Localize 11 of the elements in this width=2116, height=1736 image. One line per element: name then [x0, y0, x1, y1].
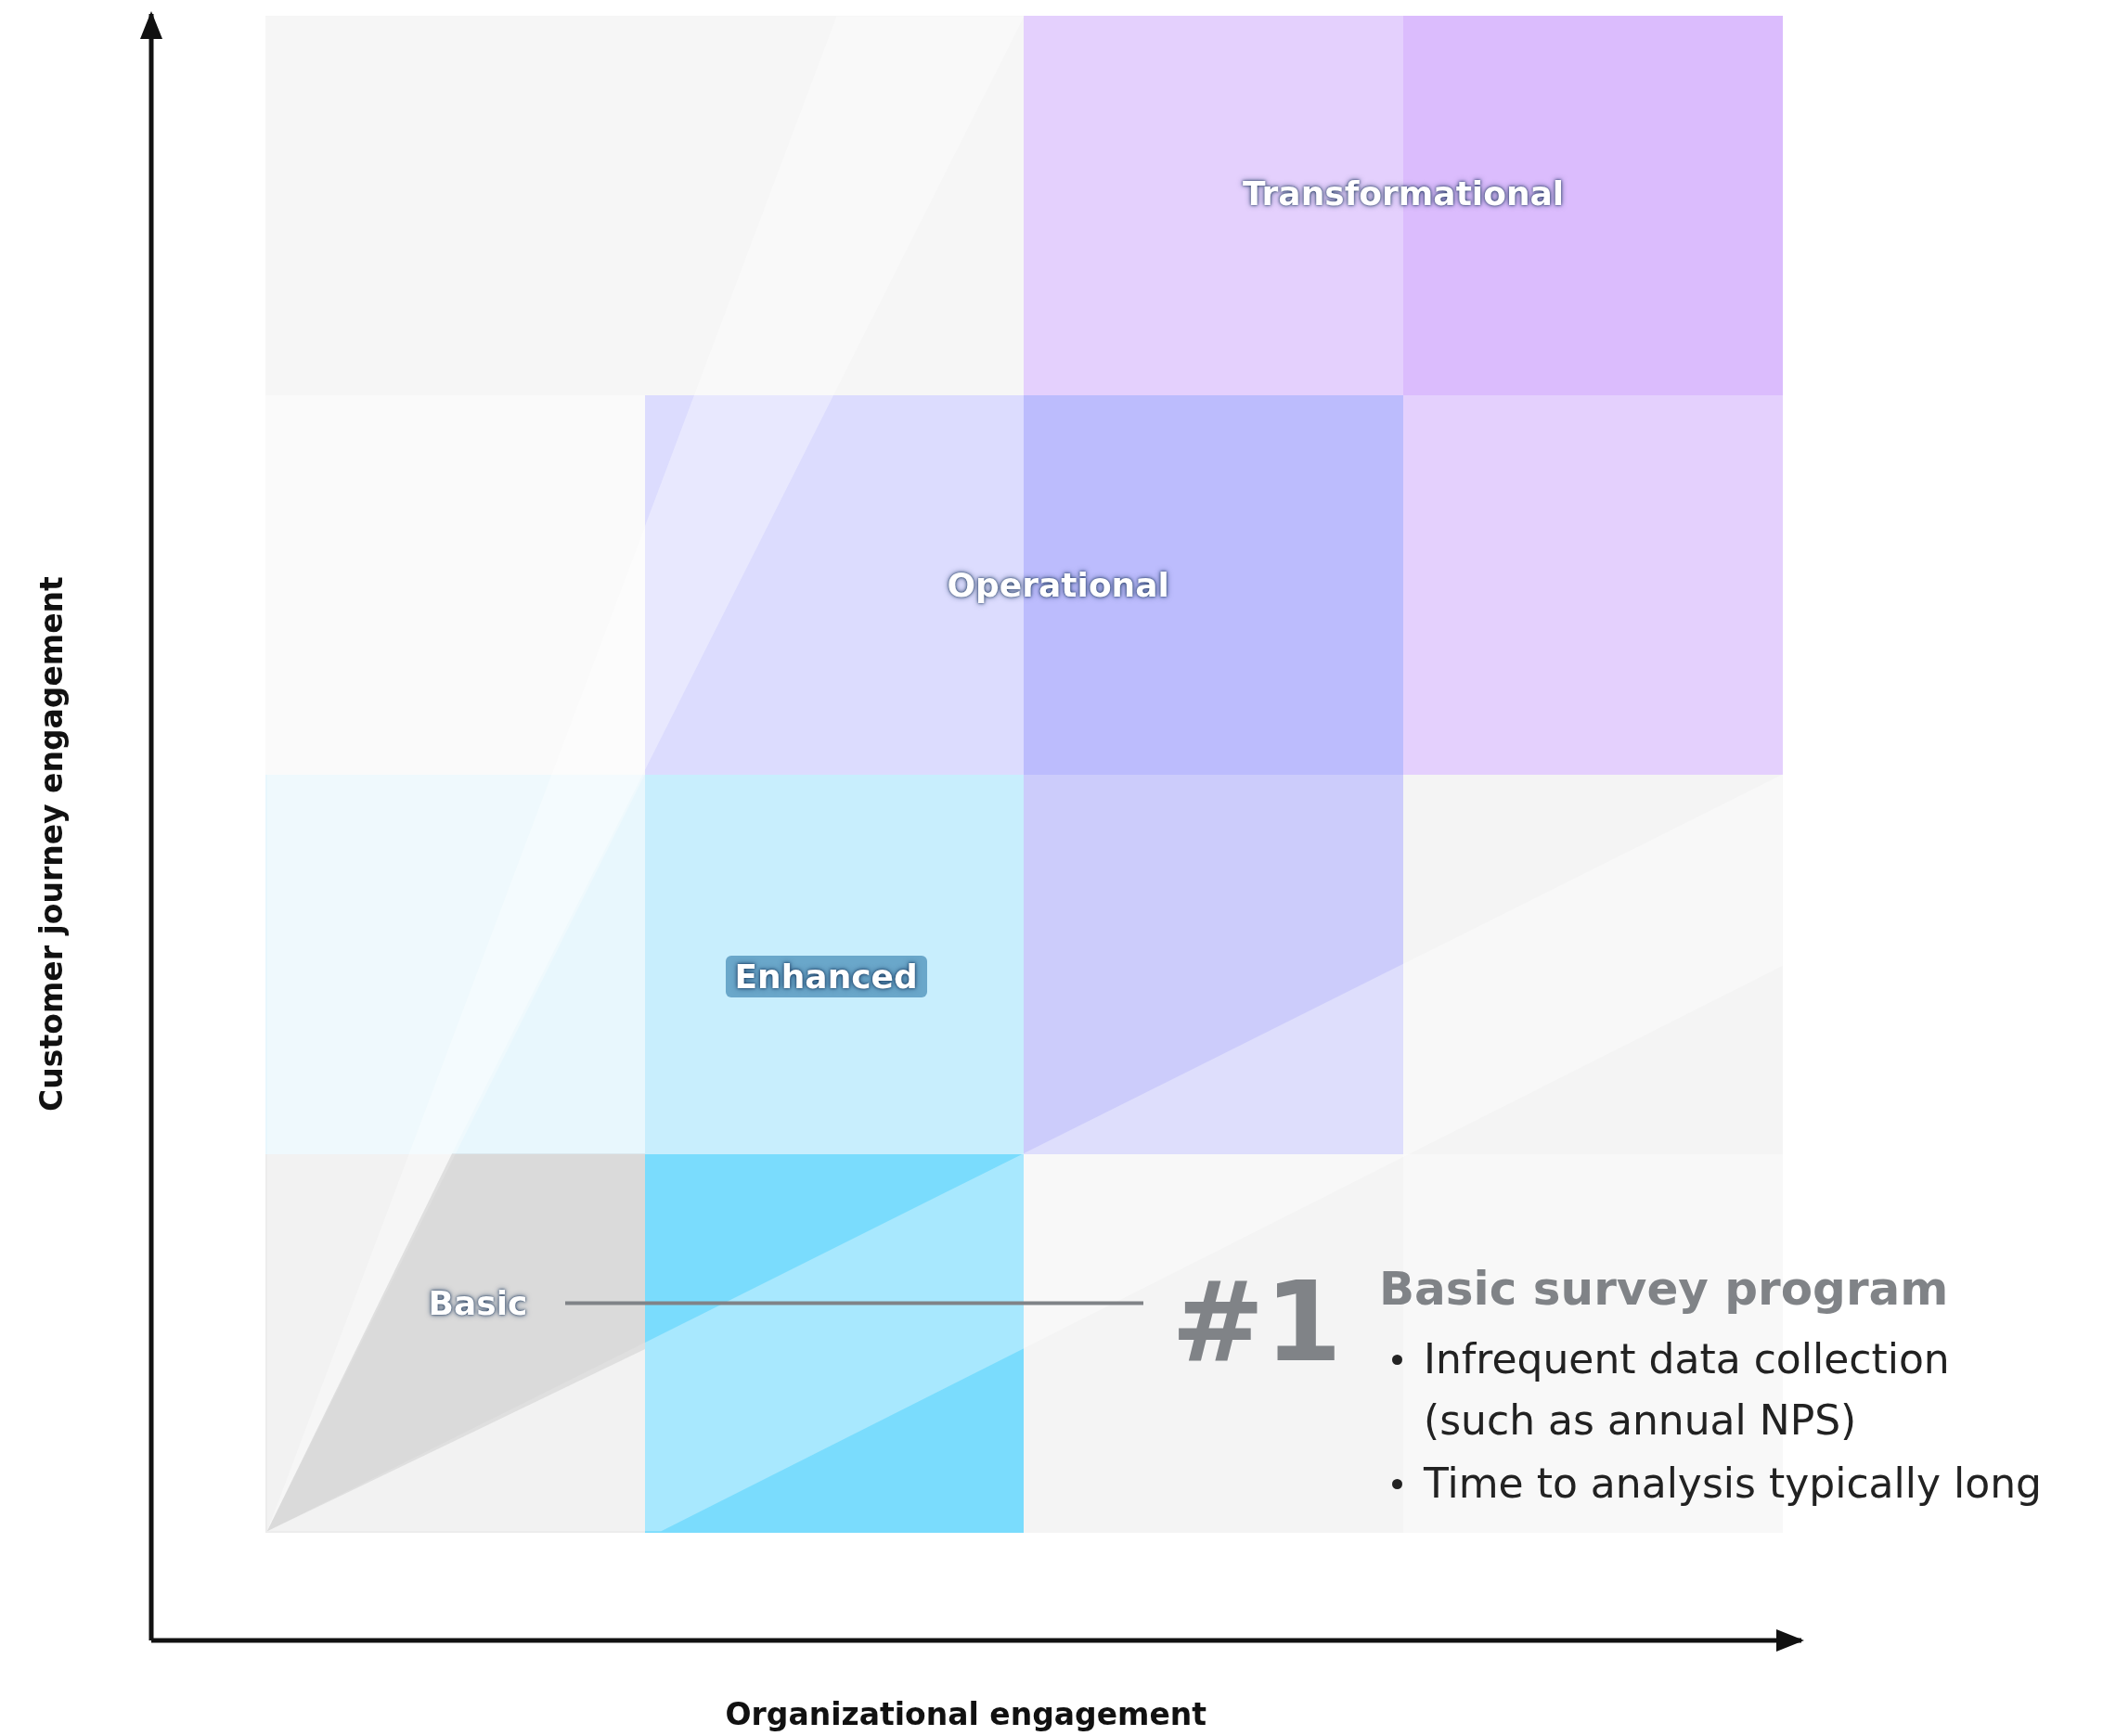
axis-label: Customer journey engagement: [32, 575, 70, 1112]
level-label: Operational: [947, 566, 1169, 604]
callout-heading: Basic survey program: [1379, 1262, 1949, 1316]
leader-line: [565, 1301, 1143, 1305]
axis-label: Organizational engagement: [725, 1696, 1207, 1732]
level-label: Enhanced: [725, 956, 927, 997]
level-label: Basic: [428, 1284, 528, 1322]
callout-number: #1: [1171, 1262, 1343, 1382]
level-label: Transformational: [1243, 174, 1565, 212]
bullet-item: Infrequent data collection (such as annual NPS): [1424, 1334, 1951, 1446]
bullet-item: Time to analysis typically long: [1424, 1459, 2043, 1509]
